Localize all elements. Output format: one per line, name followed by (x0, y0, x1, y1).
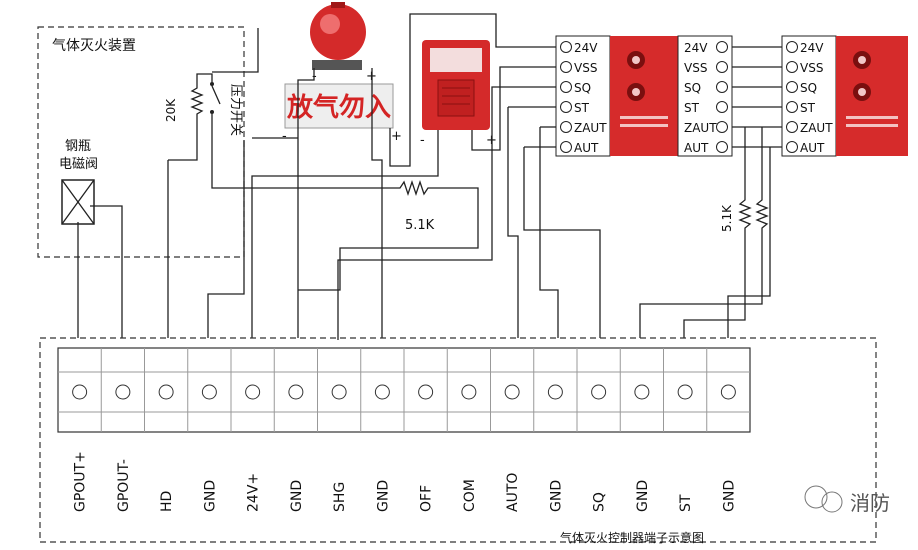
module-1b-terminal: ZAUT (684, 121, 728, 135)
gas-device-title: 气体灭火装置 (52, 38, 136, 54)
module-1-terminal: SQ (560, 81, 591, 95)
controller-terminal-label: 24V+ (246, 473, 262, 512)
module-2-terminal: ST (786, 101, 816, 115)
svg-text:ZAUT: ZAUT (684, 121, 717, 135)
strobe-sounder-icon (422, 40, 490, 130)
controller-terminals: GPOUT+ GPOUT- HD GND 24V+ GND SHG GND OFF COM AUTO… (72, 348, 737, 512)
controller-terminal-label: OFF (419, 485, 435, 512)
terminal-screw-icon (591, 384, 607, 400)
terminal-screw-icon (374, 384, 390, 400)
svg-text:SQ: SQ (684, 81, 701, 95)
resistor-51k-vertical-label: 5.1K (720, 204, 734, 232)
module-2-terminal: SQ (786, 81, 817, 95)
terminal-screw-icon (504, 384, 520, 400)
svg-text:SQ: SQ (574, 81, 591, 95)
module-1-terminal: AUT (560, 141, 599, 155)
controller-terminal-label: SHG (332, 482, 348, 512)
svg-text:AUT: AUT (684, 141, 709, 155)
controller-terminal-label: GND (721, 480, 737, 512)
resistor-20k-icon (190, 82, 204, 122)
resistor-51k-vertical-1-icon (738, 196, 752, 236)
controller-terminal-label: COM (462, 479, 478, 512)
module-1-terminal: ST (560, 101, 590, 115)
sign-minus: - (282, 129, 287, 144)
svg-text:VSS: VSS (574, 61, 597, 75)
watermark-text: 消防 (850, 491, 890, 515)
module-1b-terminal: ST (684, 101, 728, 115)
module-2-terminal-strip: 24V VSS SQ ST ZAUT AUT (781, 35, 837, 157)
sign-text: 放气勿入 (286, 92, 391, 123)
module-1-terminal: 24V (560, 41, 598, 55)
release-sign: 放气勿入 (284, 83, 394, 129)
watermark: 消防 (804, 485, 890, 515)
module-1b-terminal: SQ (684, 81, 728, 95)
svg-text:ST: ST (574, 101, 590, 115)
controller-terminal-label: GND (548, 480, 564, 512)
resistor-51k-label: 5.1K (405, 218, 435, 233)
controller-terminal-label: GND (202, 480, 218, 512)
controller-terminal-label: HD (159, 491, 175, 512)
terminal-screw-icon (418, 384, 434, 400)
module-1b-terminal: 24V (684, 41, 728, 55)
sign-plus: + (391, 129, 402, 144)
module-1b-terminal: VSS (684, 61, 728, 75)
svg-text:ST: ST (800, 101, 816, 115)
svg-text:VSS: VSS (684, 61, 707, 75)
module-2-terminal: AUT (786, 141, 825, 155)
controller-terminal-label: GND (375, 480, 391, 512)
module-1b-terminal-strip: 24V VSS SQ ST ZAUT AUT (677, 35, 733, 157)
controller-terminal-label: SQ (592, 492, 608, 512)
terminal-screw-icon (720, 384, 736, 400)
terminal-screw-icon (245, 384, 261, 400)
terminal-screw-icon (288, 384, 304, 400)
pressure-switch-label: 压力开关 (228, 84, 243, 136)
svg-text:ZAUT: ZAUT (800, 121, 833, 135)
alarm-bell-icon (310, 2, 366, 70)
solenoid-valve-label: 电磁阀 (59, 157, 98, 172)
solenoid-valve-icon (61, 179, 95, 225)
wiring (77, 13, 782, 340)
cylinder-label: 钢瓶 (65, 139, 91, 154)
svg-text:24V: 24V (574, 41, 598, 55)
controller-terminal-label: ST (678, 494, 694, 512)
terminal-screw-icon (547, 384, 563, 400)
module-1-terminal-strip: 24V VSS SQ ST ZAUT AUT (555, 35, 611, 157)
module-2-terminal: ZAUT (786, 121, 833, 135)
terminal-screw-icon (201, 384, 217, 400)
strobe-minus: - (420, 133, 425, 148)
svg-text:24V: 24V (800, 41, 824, 55)
pressure-switch-icon (210, 82, 221, 114)
module-1-body (610, 36, 678, 156)
module-2-body (836, 36, 908, 156)
terminal-screw-icon (461, 384, 477, 400)
svg-text:24V: 24V (684, 41, 708, 55)
svg-text:ZAUT: ZAUT (574, 121, 607, 135)
controller-terminal-label: GND (289, 480, 305, 512)
svg-text:ST: ST (684, 101, 700, 115)
module-2-terminal: 24V (786, 41, 824, 55)
module-1b-terminal: AUT (684, 141, 728, 155)
resistor-51k-vertical-2-icon (755, 196, 769, 236)
controller-terminal-label: AUTO (505, 473, 521, 512)
controller-terminal-label: GND (635, 480, 651, 512)
terminal-screw-icon (115, 384, 131, 400)
svg-text:VSS: VSS (800, 61, 823, 75)
svg-text:SQ: SQ (800, 81, 817, 95)
module-1-terminal: VSS (560, 61, 597, 75)
resistor-51k-icon (392, 179, 440, 197)
controller-terminal-label: GPOUT+ (73, 451, 89, 512)
terminal-screw-icon (331, 384, 347, 400)
terminal-screw-icon (158, 384, 174, 400)
terminal-screw-icon (72, 384, 88, 400)
terminal-screw-icon (677, 384, 693, 400)
controller-terminal-label: GPOUT- (116, 459, 132, 512)
controller-caption: 气体灭火控制器端子示意图 (560, 530, 704, 545)
svg-text:AUT: AUT (800, 141, 825, 155)
module-2-terminal: VSS (786, 61, 823, 75)
terminal-screw-icon (634, 384, 650, 400)
resistor-20k-label: 20K (164, 98, 178, 122)
svg-text:AUT: AUT (574, 141, 599, 155)
module-1-terminal: ZAUT (560, 121, 607, 135)
